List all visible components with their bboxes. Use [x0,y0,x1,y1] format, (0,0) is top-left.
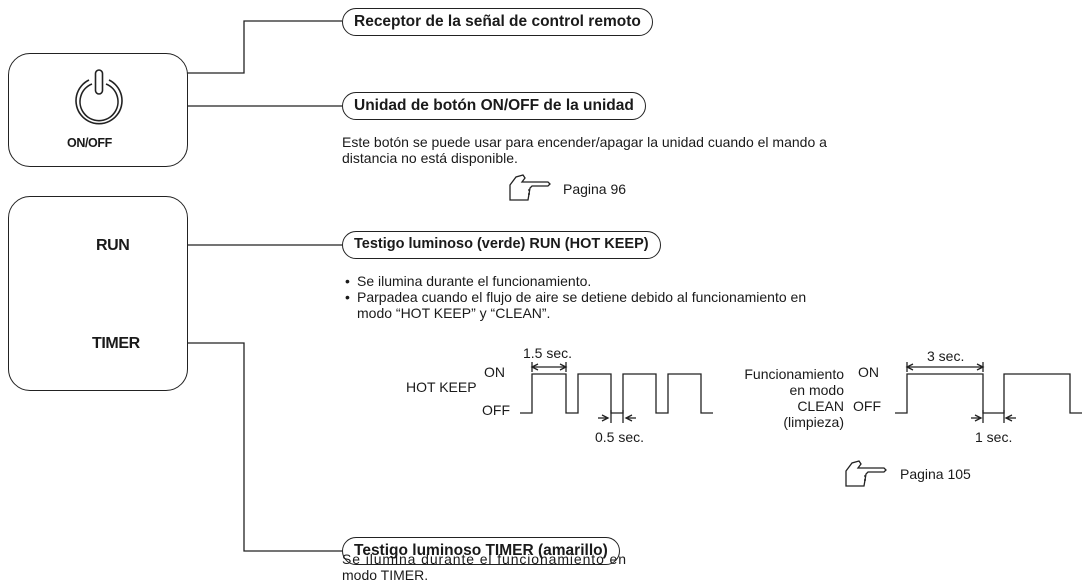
page-ref-105[interactable]: Pagina 105 [900,466,971,482]
hot-keep-waveform [520,362,713,423]
receiver-title: Receptor de la señal de control remoto [342,8,653,36]
run-bullet-2: Parpadea cuando el flujo de aire se deti… [345,289,806,305]
timer-label: TIMER [92,335,140,352]
run-bullets: Se ilumina durante el funcionamiento. Pa… [345,273,806,321]
run-bullet-1: Se ilumina durante el funcionamiento. [345,273,806,289]
onoff-description-line-1: Este botón se puede usar para encender/a… [342,134,827,150]
hot-keep-on-time: 1.5 sec. [523,345,573,361]
clean-label-line-3: CLEAN [797,398,844,414]
power-icon[interactable] [68,68,130,132]
run-label: RUN [96,237,130,254]
clean-off: OFF [853,398,881,414]
hot-keep-off-time: 0.5 sec. [595,429,645,445]
hot-keep-off: OFF [482,402,510,418]
clean-label: Funcionamiento en modo CLEAN (limpieza) [720,366,844,430]
onoff-description-line-2: distancia no está disponible. [342,150,518,166]
clean-label-line-2: en modo [789,382,844,398]
timer-description-line-1: Se ilumina durante el funcionamiento en [342,551,627,567]
pointing-hand-icon [845,460,887,487]
clean-off-time: 1 sec. [975,429,1013,445]
timer-description-line-2: modo TIMER. [342,567,429,583]
onoff-panel-label: ON/OFF [67,136,112,150]
pointing-hand-icon [509,174,551,201]
run-bullet-3: modo “HOT KEEP” y “CLEAN”. [357,305,551,321]
clean-waveform [895,362,1082,423]
hot-keep-label: HOT KEEP [406,379,477,395]
onoff-title: Unidad de botón ON/OFF de la unidad [342,92,646,120]
page-ref-96[interactable]: Pagina 96 [563,181,627,197]
clean-label-line-4: (limpieza) [783,414,844,430]
timer-connector [171,342,342,552]
receiver-connector [166,20,342,74]
onoff-panel: ON/OFF [8,53,188,167]
indicator-panel: RUN TIMER [8,196,188,391]
clean-on-time: 3 sec. [927,348,965,364]
clean-on: ON [858,364,879,380]
clean-label-line-1: Funcionamiento [744,366,844,382]
timer-title: Testigo luminoso TIMER (amarillo) [342,537,620,565]
run-title: Testigo luminoso (verde) RUN (HOT KEEP) [342,231,661,259]
hot-keep-on: ON [484,364,505,380]
